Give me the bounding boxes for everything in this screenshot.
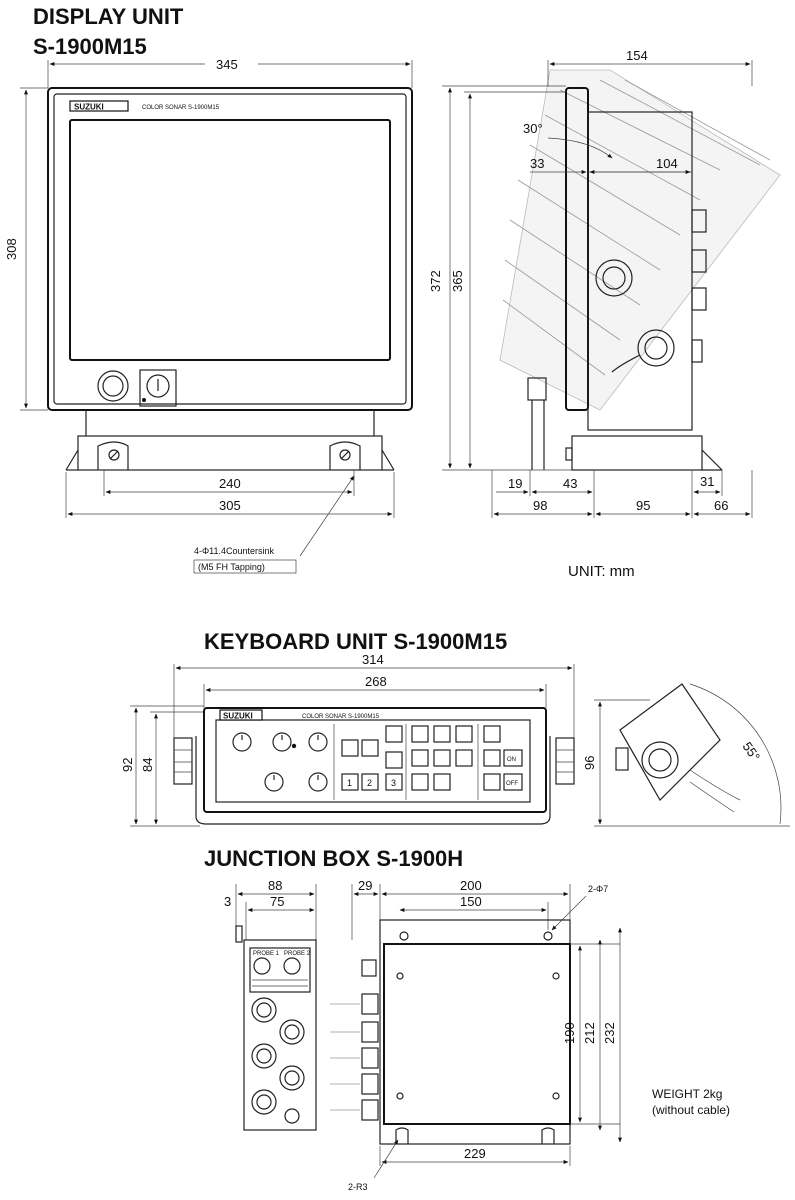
dim-31: 31 <box>700 474 714 489</box>
weight-label: WEIGHT 2kg <box>652 1087 722 1101</box>
keyboard-front-view: 314 268 92 84 SUZUKI COLOR SONAR S-1900M… <box>120 652 575 827</box>
weight-note: (without cable) <box>652 1103 730 1117</box>
keyboard-brand-text: SUZUKI <box>223 712 253 721</box>
dim-92: 92 <box>120 758 135 772</box>
dim-98: 98 <box>533 498 547 513</box>
dim-19: 19 <box>508 476 522 491</box>
junction-box-title: JUNCTION BOX S-1900H <box>204 846 463 871</box>
dim-55deg: 55° <box>740 739 764 764</box>
dim-66: 66 <box>714 498 728 513</box>
display-screen <box>69 119 391 361</box>
key-2: 2 <box>367 778 372 788</box>
display-unit-title: DISPLAY UNIT <box>33 4 184 29</box>
dim-104: 104 <box>656 156 678 171</box>
dim-88: 88 <box>268 878 282 893</box>
dim-29: 29 <box>358 878 372 893</box>
display-front-view: 345 308 SUZUKI COLOR SONAR S-1900M15 <box>4 57 413 574</box>
holes-note: 2-Φ7 <box>588 884 608 894</box>
dim-190: 190 <box>562 1022 577 1044</box>
key-on: ON <box>507 757 516 763</box>
dim-96: 96 <box>582 756 597 770</box>
keyboard-side-view: 96 55° <box>582 683 790 827</box>
dim-33: 33 <box>530 156 544 171</box>
key-3: 3 <box>391 778 396 788</box>
keyboard-panel-text: COLOR SONAR S-1900M15 <box>302 714 380 720</box>
display-panel-text: COLOR SONAR S-1900M15 <box>142 105 220 111</box>
dim-314: 314 <box>362 652 384 667</box>
display-unit-model: S-1900M15 <box>33 34 147 59</box>
key-off: OFF <box>506 781 518 787</box>
dim-200: 200 <box>460 878 482 893</box>
key-1: 1 <box>347 778 352 788</box>
dim-240: 240 <box>219 476 241 491</box>
dim-365: 365 <box>450 270 465 292</box>
display-side-view: 154 30° 33 104 <box>428 48 781 518</box>
dim-345: 345 <box>216 57 238 72</box>
dim-75: 75 <box>270 894 284 909</box>
dim-95: 95 <box>636 498 650 513</box>
unit-label: UNIT: mm <box>568 563 635 580</box>
dim-268: 268 <box>365 674 387 689</box>
dim-308: 308 <box>4 238 19 260</box>
probe-2-label: PROBE 2 <box>284 951 311 957</box>
display-brand-text: SUZUKI <box>74 103 104 112</box>
dim-154: 154 <box>626 48 648 63</box>
keyboard-unit-title: KEYBOARD UNIT S-1900M15 <box>204 629 507 654</box>
dim-84: 84 <box>140 758 155 772</box>
slots-note: 2-R3 <box>348 1182 368 1192</box>
countersink-note: 4-Φ11.4Countersink <box>194 546 275 556</box>
display-brand-logo <box>69 100 129 112</box>
dim-305: 305 <box>219 498 241 513</box>
keyboard-brand-logo <box>219 709 263 721</box>
dim-150: 150 <box>460 894 482 909</box>
probe-1-label: PROBE 1 <box>253 951 280 957</box>
junction-side-view: 88 75 3 PROBE 1 PROBE 2 <box>224 878 317 1131</box>
dim-30deg: 30° <box>523 121 543 136</box>
dim-212: 212 <box>582 1022 597 1044</box>
dim-372: 372 <box>428 270 443 292</box>
dim-43: 43 <box>563 476 577 491</box>
junction-top-view: 29 200 150 2-Φ7 <box>330 878 622 1192</box>
dim-3: 3 <box>224 894 231 909</box>
tapping-note: (M5 FH Tapping) <box>198 562 265 572</box>
dim-232: 232 <box>602 1022 617 1044</box>
keyboard-knobs <box>232 732 328 792</box>
dim-229: 229 <box>464 1146 486 1161</box>
